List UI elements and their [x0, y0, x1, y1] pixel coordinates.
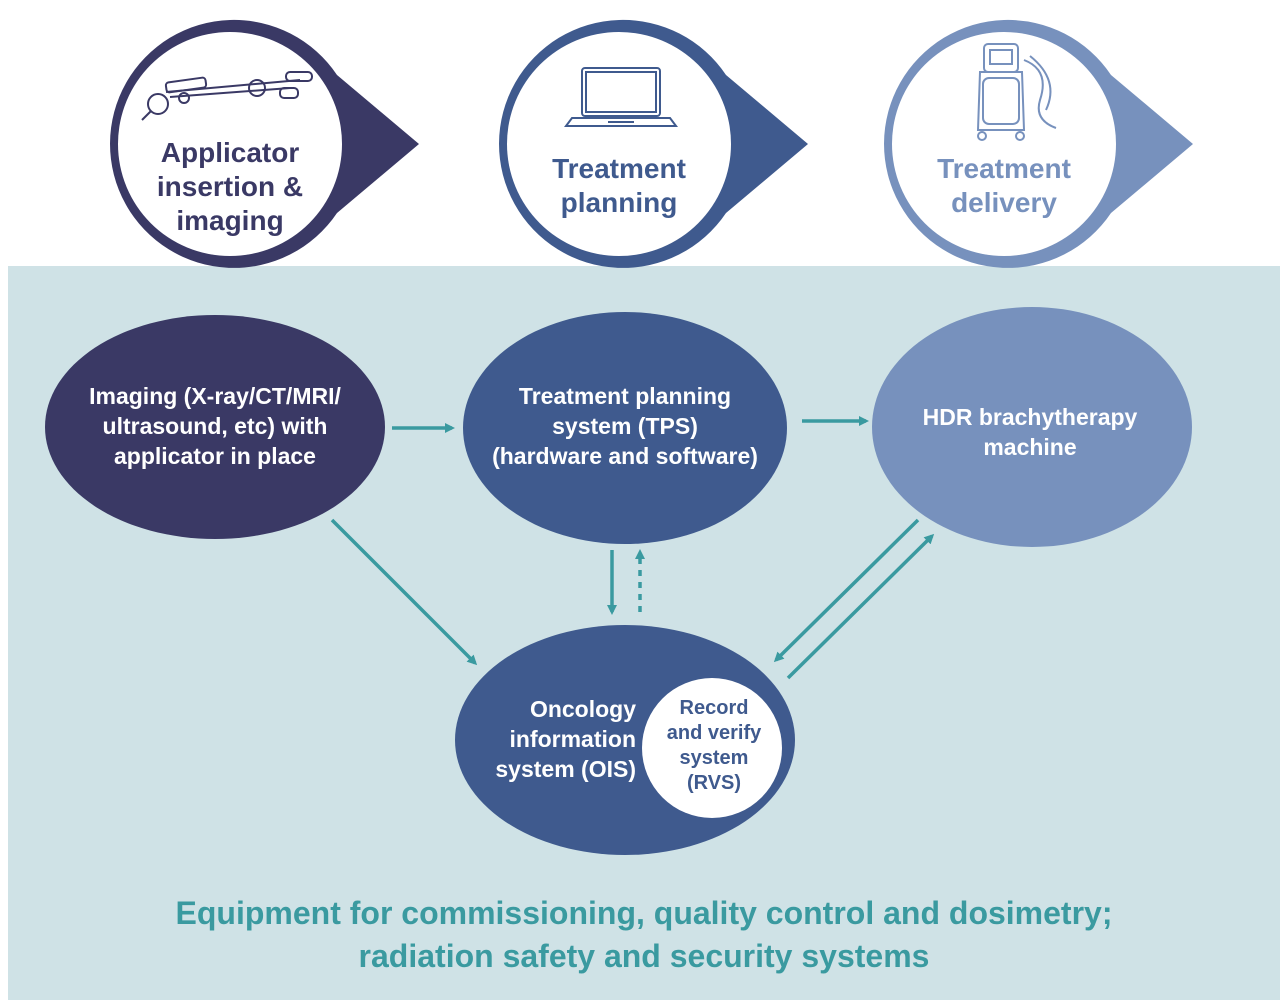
equipment-caption-line-1: Equipment for commissioning, quality con…	[175, 895, 1113, 931]
stage-delivery-label: Treatment delivery	[904, 152, 1104, 220]
tps-line-1: Treatment planning	[518, 383, 732, 409]
imaging-node-label: Imaging (X-ray/CT/MRI/ ultrasound, etc) …	[55, 381, 375, 471]
imaging-line-1: Imaging (X-ray/CT/MRI/	[89, 383, 341, 409]
equipment-caption: Equipment for commissioning, quality con…	[8, 892, 1280, 978]
stage-applicator-line-2: insertion &	[156, 171, 304, 202]
rvs-line-4: (RVS)	[686, 772, 742, 794]
stage-planning-line-1: Treatment	[552, 153, 686, 184]
imaging-line-3: applicator in place	[114, 443, 316, 469]
laptop-icon	[564, 67, 678, 127]
hdr-machine-icon	[976, 43, 1057, 141]
imaging-node	[45, 315, 385, 539]
tps-node-label: Treatment planning system (TPS) (hardwar…	[465, 381, 785, 471]
tps-line-3: (hardware and software)	[492, 443, 758, 469]
hdr-node	[872, 307, 1192, 547]
stage-planning-shape	[499, 19, 808, 268]
rvs-line-3: system	[679, 747, 749, 769]
tps-node	[463, 312, 787, 544]
stage-planning-line-2: planning	[560, 187, 678, 218]
ois-line-3: system (OIS)	[495, 756, 636, 782]
stage-applicator-line-1: Applicator	[160, 137, 300, 168]
equipment-caption-line-2: radiation safety and security systems	[358, 938, 930, 974]
hdr-line-2: machine	[983, 434, 1077, 460]
arrow-hdr-to-ois	[773, 518, 920, 663]
arrow-imaging-to-ois	[330, 518, 478, 666]
ois-line-2: information	[509, 726, 637, 752]
tps-line-2: system (TPS)	[552, 413, 698, 439]
rvs-line-2: and verify	[666, 722, 762, 744]
rvs-line-1: Record	[679, 697, 749, 719]
arrow-ois-to-hdr	[786, 533, 935, 680]
applicator-icon	[141, 71, 313, 121]
stage-delivery-line-1: Treatment	[937, 153, 1071, 184]
stage-delivery-shape	[884, 19, 1193, 268]
hdr-line-1: HDR brachytherapy	[922, 404, 1138, 430]
stage-applicator-line-3: imaging	[176, 205, 284, 236]
rvs-node-label: Record and verify system (RVS)	[652, 696, 776, 796]
ois-line-1: Oncology	[529, 696, 636, 722]
stage-applicator-label: Applicator insertion & imaging	[130, 136, 330, 238]
stage-delivery-line-2: delivery	[951, 187, 1057, 218]
hdr-node-label: HDR brachytherapy machine	[880, 402, 1180, 462]
ois-node-label: Oncology information system (OIS)	[466, 694, 636, 784]
rvs-node	[642, 678, 782, 818]
stage-planning-label: Treatment planning	[519, 152, 719, 220]
imaging-line-2: ultrasound, etc) with	[102, 413, 328, 439]
